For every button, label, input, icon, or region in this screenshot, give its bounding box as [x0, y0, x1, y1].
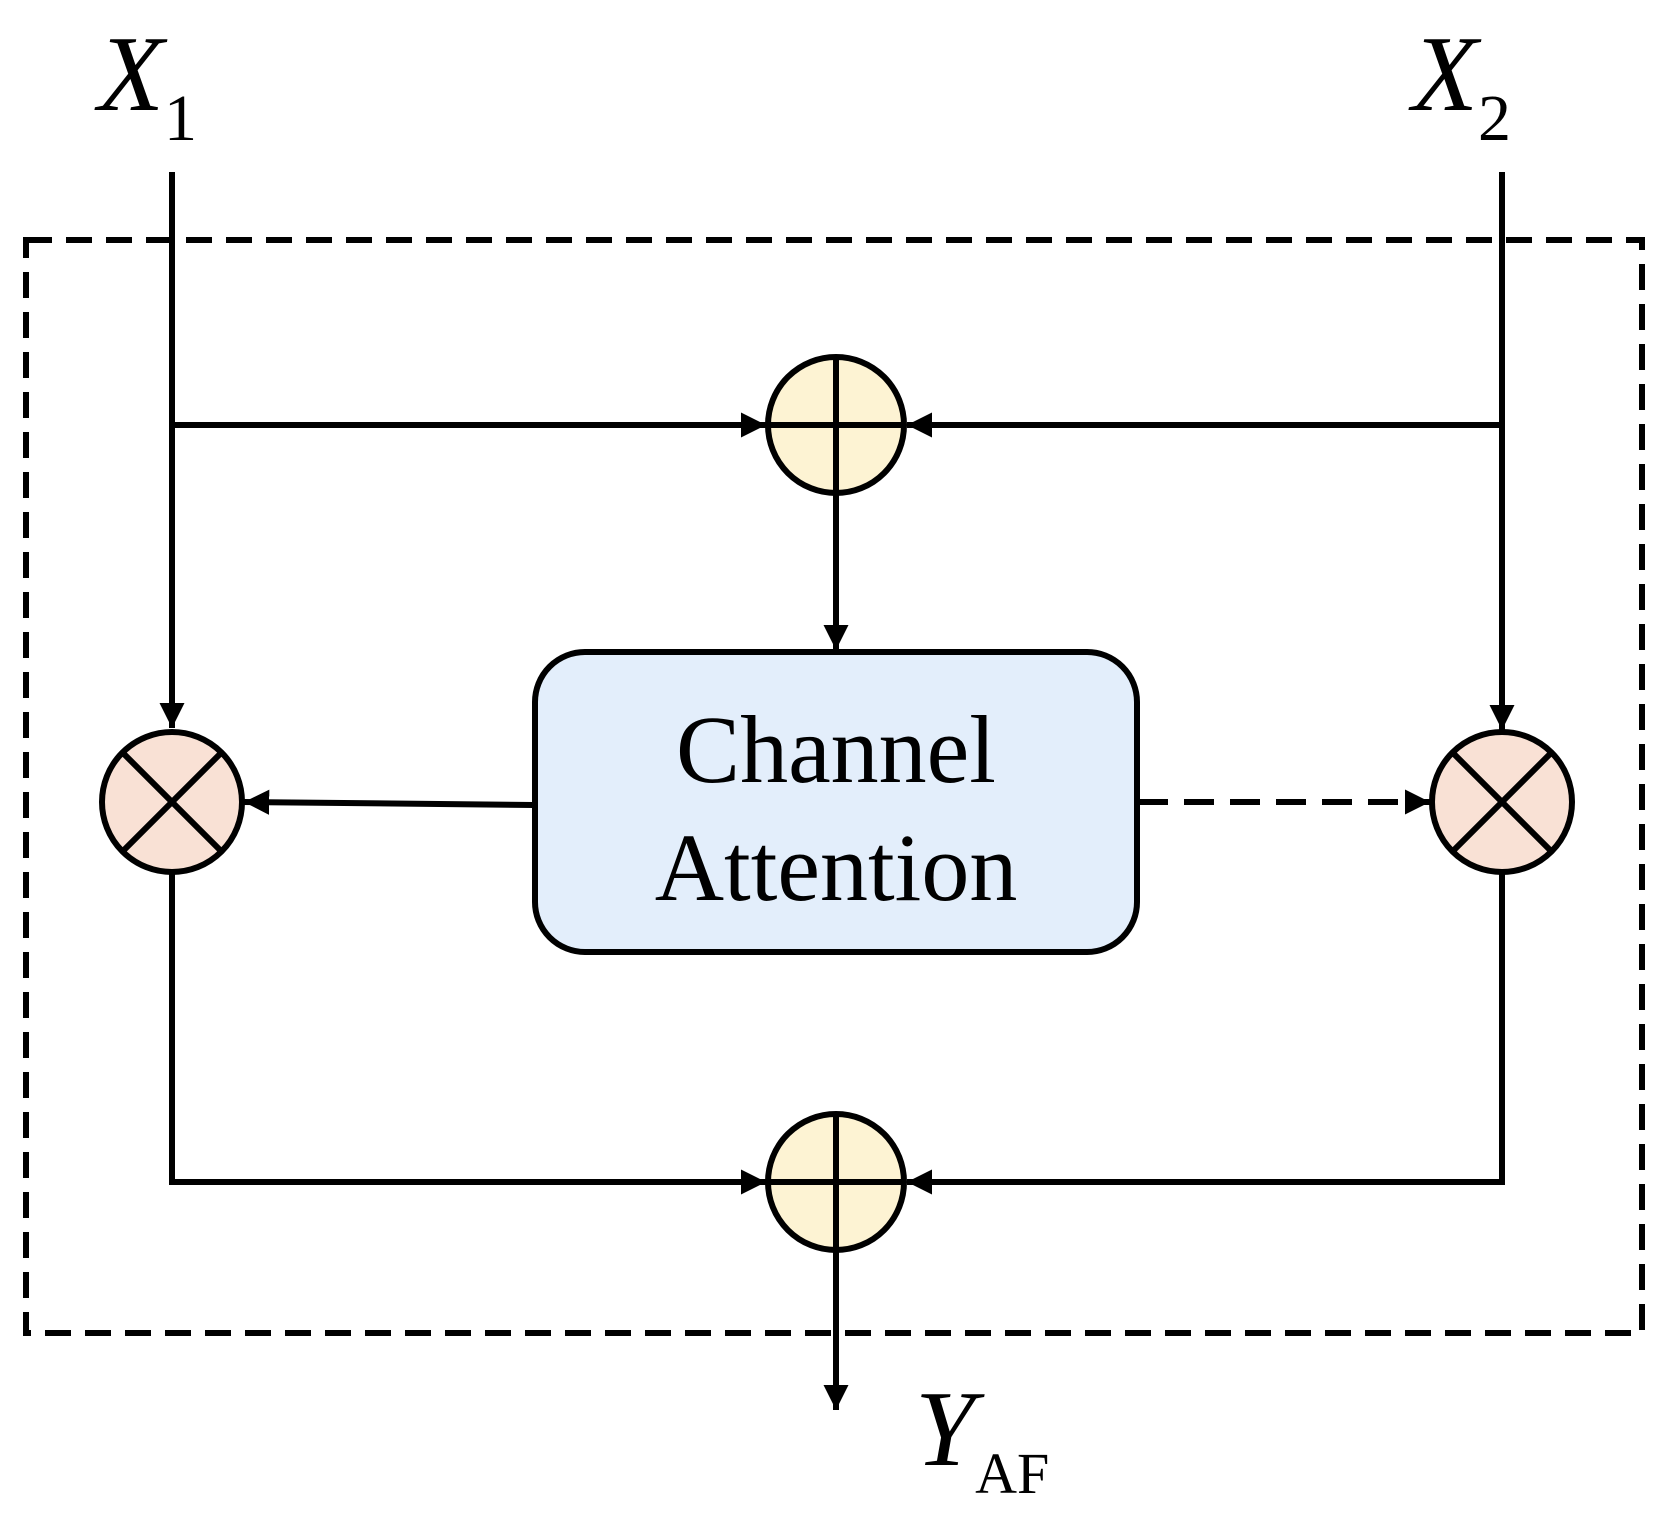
right-multiply-node	[1429, 729, 1575, 875]
output-yaf-label: YAF	[915, 1370, 1049, 1506]
bottom-add-node	[765, 1111, 907, 1253]
left-multiply-to-bottom-add-arrow	[169, 873, 766, 1195]
input-x2-label: X2	[1408, 15, 1511, 155]
channel-attention-line2: Attention	[655, 814, 1018, 921]
channel-attention-block: Channel Attention	[532, 649, 1140, 955]
right-multiply-to-bottom-add-arrow	[907, 873, 1505, 1195]
input-x1-label: X1	[94, 15, 197, 155]
left-multiply-node	[99, 729, 245, 875]
attention-to-left-multiply-arrow	[243, 789, 534, 815]
connections	[159, 172, 1515, 1410]
channel-attention-box	[532, 649, 1140, 955]
top-add-node	[765, 354, 907, 496]
channel-attention-line1: Channel	[676, 696, 996, 803]
module-boundary	[23, 237, 1645, 1336]
